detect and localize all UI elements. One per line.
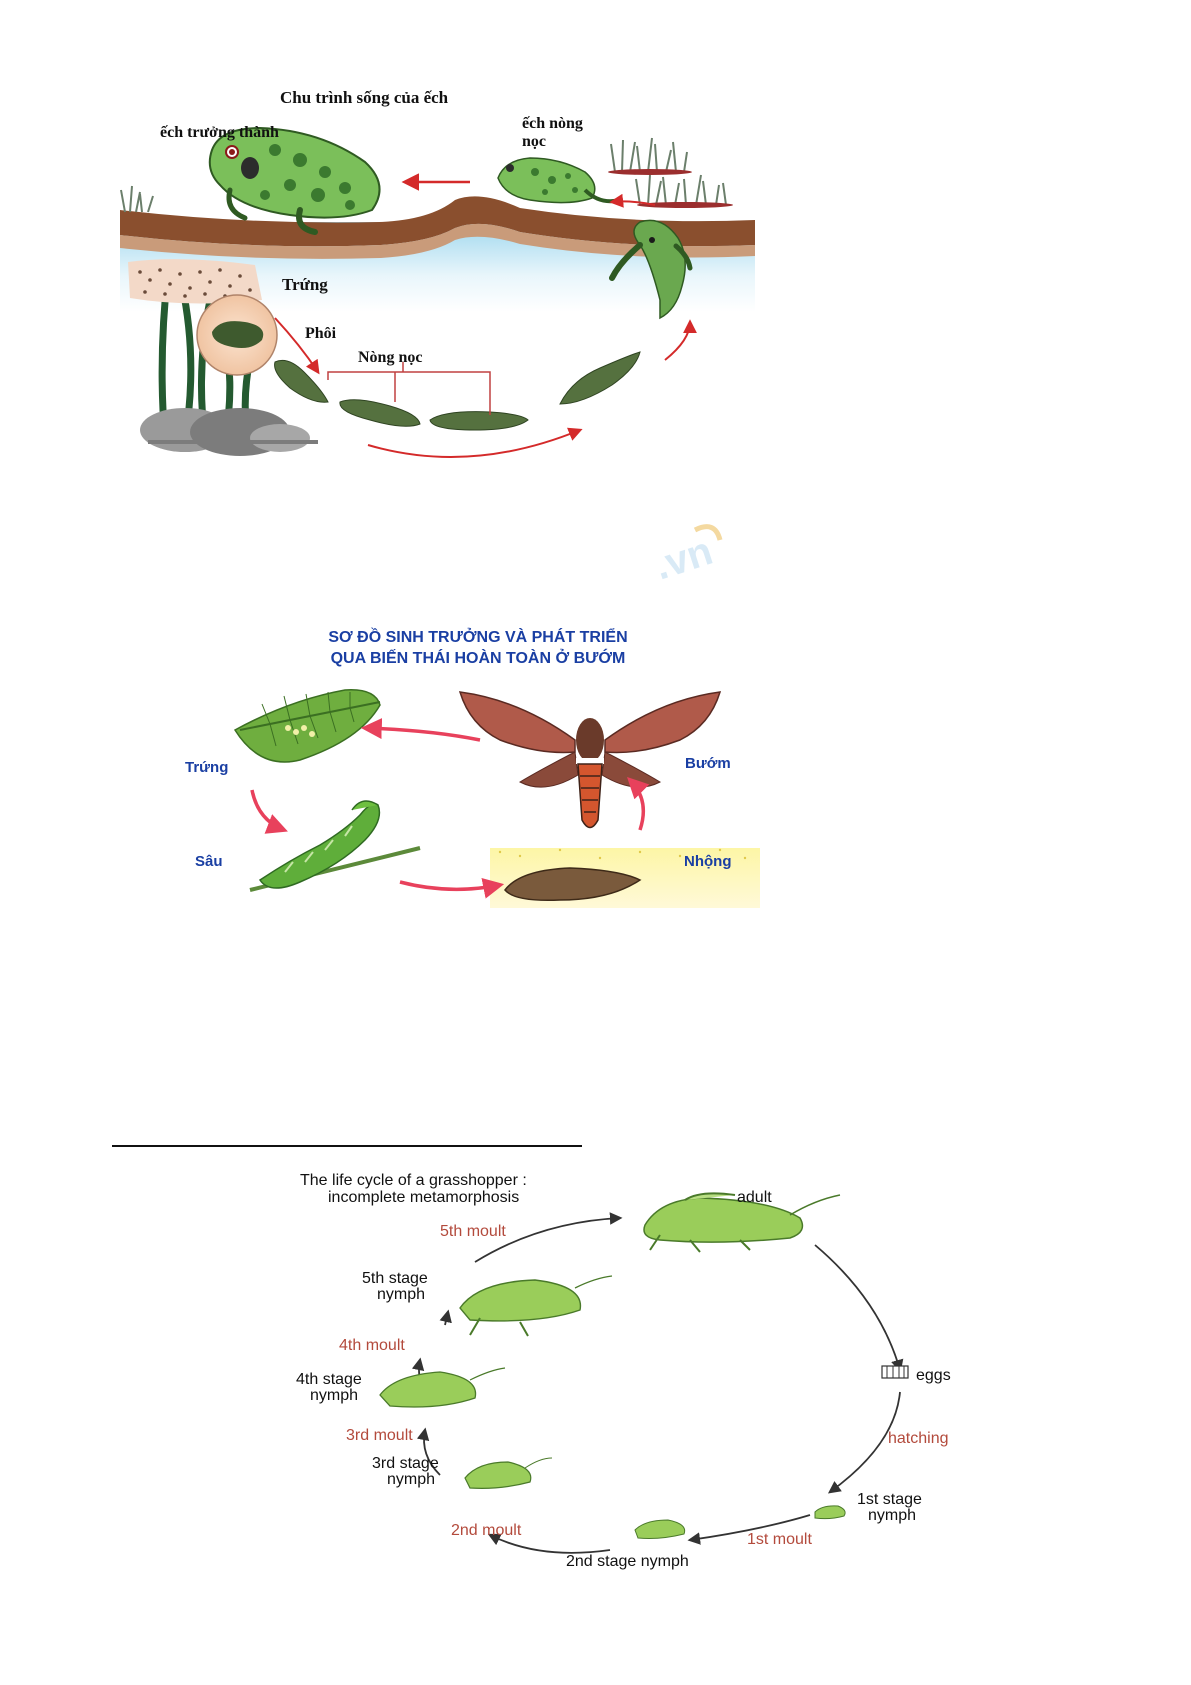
grasshopper-moult4-label: 4th moult xyxy=(339,1337,405,1354)
butterfly-title-line2: QUA BIẾN THÁI HOÀN TOÀN Ở BƯỚM xyxy=(331,648,626,667)
watermark-swoosh xyxy=(693,524,723,541)
grasshopper-moult3-label: 3rd moult xyxy=(346,1427,413,1444)
rocks xyxy=(140,408,318,456)
butterfly-caterpillar xyxy=(249,800,421,892)
butterfly-adult-label: Bướm xyxy=(685,755,731,772)
butterfly-life-cycle-diagram: .vn SƠ ĐỒ SINH TRƯỞNG VÀ PHÁT TRIỂN QUA … xyxy=(185,524,760,908)
butterfly-cycle-arrows xyxy=(250,718,650,899)
grasshopper-cycle-arrows xyxy=(411,1212,904,1554)
frog-young-label-line2: nọc xyxy=(522,133,546,150)
frog-eggs-label: Trứng xyxy=(282,275,328,294)
grasshopper-stage4-line1: 4th stage xyxy=(296,1371,362,1388)
frog-embryo-label: Phôi xyxy=(305,325,337,342)
grasshopper-stage-labels: adult eggs 1st stage nymph 2nd stage nym… xyxy=(296,1189,951,1570)
grasshopper-moult2-label: 2nd moult xyxy=(451,1522,522,1539)
grasshopper-title-line1: The life cycle of a grasshopper : xyxy=(300,1172,527,1189)
frog-life-cycle-diagram: Chu trình sống của ếch ếch trưởng thành … xyxy=(120,88,755,458)
grasshopper-moult-labels: 5th moult 4th moult 3rd moult 2nd moult … xyxy=(339,1223,949,1548)
grass-tufts xyxy=(120,137,727,213)
grasshopper-eggs xyxy=(881,1365,909,1379)
butterfly-eggs-label: Trứng xyxy=(185,759,228,776)
grasshopper-title: The life cycle of a grasshopper : incomp… xyxy=(300,1172,527,1206)
frog-title: Chu trình sống của ếch xyxy=(280,88,449,107)
butterfly-title-line1: SƠ ĐỒ SINH TRƯỞNG VÀ PHÁT TRIỂN xyxy=(328,627,627,646)
grasshopper-stage4 xyxy=(379,1367,506,1408)
frog-embryo xyxy=(196,294,278,376)
watermark: .vn xyxy=(649,529,718,589)
frog-young-label-line1: ếch nòng xyxy=(522,115,583,132)
tadpole-bracket xyxy=(327,362,491,415)
grasshopper-stage4-line2: nymph xyxy=(310,1387,358,1404)
river-bank-edge xyxy=(120,223,755,259)
grass-roots xyxy=(608,169,733,208)
butterfly-labels: Trứng Bướm Sâu Nhộng xyxy=(185,755,731,870)
young-frog xyxy=(497,157,621,204)
grasshopper-title-line2: incomplete metamorphosis xyxy=(328,1189,519,1206)
grasshopper-stage2-label: 2nd stage nymph xyxy=(566,1553,689,1570)
metamorphosing-frog xyxy=(609,219,693,320)
frog-adult-label: ếch trưởng thành xyxy=(160,124,279,141)
grasshopper-hatching-label: hatching xyxy=(888,1430,949,1447)
river-bank xyxy=(120,196,755,247)
grasshopper-adult xyxy=(643,1192,841,1253)
grasshopper-life-cycle-diagram: The life cycle of a grasshopper : incomp… xyxy=(296,1172,951,1570)
grasshopper-stage3 xyxy=(464,1457,553,1489)
butterfly-adult-moth xyxy=(458,691,722,829)
grasshopper-stage2 xyxy=(634,1519,686,1539)
adult-frog xyxy=(208,126,381,235)
grasshopper-moult5-label: 5th moult xyxy=(440,1223,506,1240)
butterfly-eggs-leaf xyxy=(233,689,381,763)
grasshopper-stage3-line2: nymph xyxy=(387,1471,435,1488)
grasshopper-adult-label: adult xyxy=(737,1189,772,1206)
butterfly-larva-label: Sâu xyxy=(195,853,223,870)
grasshopper-stage5 xyxy=(459,1275,613,1337)
tadpoles xyxy=(274,351,641,431)
butterfly-title: SƠ ĐỒ SINH TRƯỞNG VÀ PHÁT TRIỂN QUA BIẾN… xyxy=(328,627,627,667)
grasshopper-stage3-line1: 3rd stage xyxy=(372,1455,439,1472)
butterfly-pupa-label: Nhộng xyxy=(684,853,731,870)
frog-labels: Chu trình sống của ếch ếch trưởng thành … xyxy=(160,88,583,366)
frog-tadpole-label: Nòng nọc xyxy=(358,349,422,366)
grasshopper-moult1-label: 1st moult xyxy=(747,1531,812,1548)
frog-egg-mass xyxy=(128,259,262,304)
grasshopper-stage1-line2: nymph xyxy=(868,1507,916,1524)
grasshopper-stage1 xyxy=(814,1505,846,1520)
frog-cycle-arrows xyxy=(274,173,697,458)
grasshopper-stage5-line2: nymph xyxy=(377,1286,425,1303)
grasshopper-eggs-label: eggs xyxy=(916,1367,951,1384)
grasshopper-stage5-line1: 5th stage xyxy=(362,1270,428,1287)
grasshopper-stage1-line1: 1st stage xyxy=(857,1491,922,1508)
butterfly-pupa xyxy=(490,848,760,908)
